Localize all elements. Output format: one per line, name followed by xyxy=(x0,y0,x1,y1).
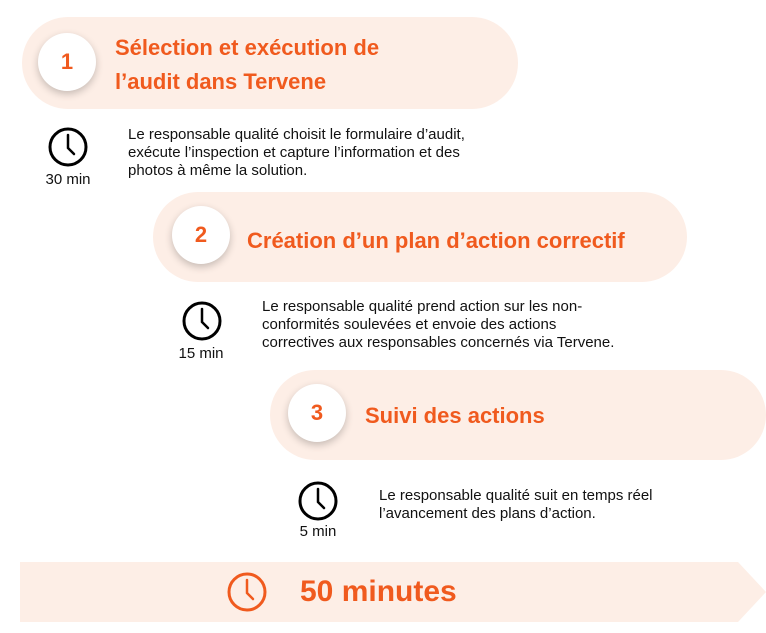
step-3-number: 3 xyxy=(288,384,346,442)
step-2-desc-line-2: conformités soulevées et envoie des acti… xyxy=(262,316,557,333)
step-1-desc-line-3: photos à même la solution. xyxy=(128,162,308,179)
total-duration: 50 minutes xyxy=(300,575,457,608)
step-3-banner xyxy=(270,370,766,460)
step-1-duration: 30 min xyxy=(45,171,91,188)
total-banner xyxy=(20,562,766,622)
step-2-banner xyxy=(153,192,687,282)
step-1-number: 1 xyxy=(38,33,96,91)
step-1-desc-line-1: Le responsable qualité choisit le formul… xyxy=(128,126,465,143)
clock-icon xyxy=(227,572,267,612)
step-2-desc-line-1: Le responsable qualité prend action sur … xyxy=(262,298,583,315)
step-1-title-line-2: l’audit dans Tervene xyxy=(115,69,327,94)
step-1-desc-line-2: exécute l’inspection et capture l’inform… xyxy=(128,144,460,161)
step-3-desc-line-1: Le responsable qualité suit en temps rée… xyxy=(379,487,653,504)
step-1-title: Sélection et exécution de l’audit dans T… xyxy=(115,31,379,99)
step-3-desc-line-2: l’avancement des plans d’action. xyxy=(379,505,596,522)
step-2-duration: 15 min xyxy=(178,345,224,362)
step-1-banner xyxy=(22,17,518,109)
step-2-number: 2 xyxy=(172,206,230,264)
step-1-title-line-1: Sélection et exécution de xyxy=(115,35,380,60)
clock-icon xyxy=(298,481,338,521)
step-2-title: Création d’un plan d’action correctif xyxy=(247,228,625,253)
step-3-description: Le responsable qualité suit en temps rée… xyxy=(379,487,653,523)
step-2-desc-line-3: correctives aux responsables concernés v… xyxy=(262,334,615,351)
clock-icon xyxy=(48,127,88,167)
step-3-title: Suivi des actions xyxy=(365,403,545,428)
step-1-description: Le responsable qualité choisit le formul… xyxy=(128,126,465,180)
step-3-duration: 5 min xyxy=(299,523,337,540)
clock-icon xyxy=(182,301,222,341)
step-2-description: Le responsable qualité prend action sur … xyxy=(262,298,614,352)
